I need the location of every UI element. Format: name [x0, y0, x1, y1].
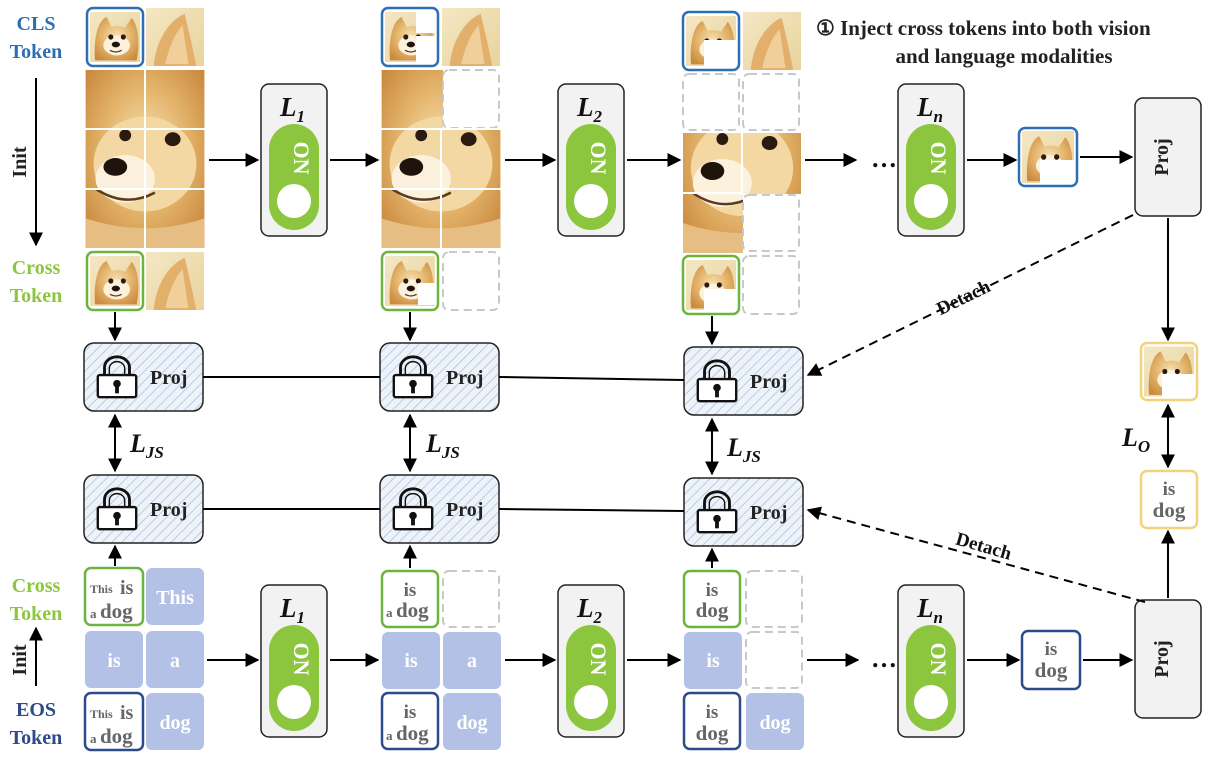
toggle-knobs: [277, 184, 948, 719]
switch-on-label: ON: [586, 643, 611, 676]
detach-label-top: Detach: [933, 276, 994, 320]
cls-token-label-2: Token: [10, 41, 63, 63]
svg-text:is: is: [1045, 639, 1058, 660]
svg-text:This: This: [156, 587, 194, 609]
loss-labels: LJS LJS LJS LO: [129, 423, 1150, 466]
layer-label-l2-bottom: L2: [576, 593, 603, 627]
text-proj-box: [1134, 599, 1202, 719]
filled-token-words: This is a dog is a dog is dog: [107, 587, 790, 734]
toggle-switches: [269, 124, 956, 731]
vision-output-token: [1017, 126, 1079, 188]
svg-text:dog: dog: [159, 712, 190, 734]
svg-text:is: is: [120, 702, 134, 724]
connectors: [29, 78, 1175, 686]
text-output-token: [1020, 629, 1082, 691]
svg-text:dog: dog: [456, 712, 487, 734]
cross-token-label-top-2: Token: [10, 285, 63, 307]
loss-js-label: LJS: [425, 429, 460, 462]
layer-label-ln-bottom: Ln: [916, 593, 943, 627]
text-column-2: [380, 569, 501, 751]
svg-text:is: is: [120, 577, 134, 599]
switch-on-labels: ON ON ON ON ON ON: [289, 142, 951, 676]
layer-label-l2: L2: [576, 92, 603, 126]
text-token-words: This is a dog This is a dog is a dog is …: [90, 479, 1186, 748]
svg-text:dog: dog: [1153, 498, 1186, 522]
switch-on-label: ON: [926, 142, 951, 175]
svg-text:is: is: [706, 580, 719, 601]
cross-token-label-bottom: Cross: [12, 575, 61, 597]
init-label-top: Init: [9, 146, 31, 177]
detach-label-bottom: Detach: [953, 529, 1014, 565]
proj-label: Proj: [150, 367, 187, 389]
cls-token-label: CLS: [17, 13, 56, 35]
svg-text:dog: dog: [696, 721, 729, 745]
svg-text:This: This: [90, 707, 113, 721]
vision-proj-box: [1134, 97, 1202, 217]
svg-text:This: This: [90, 582, 113, 596]
loss-o-label: LO: [1121, 423, 1150, 456]
svg-text:dog: dog: [1035, 658, 1068, 682]
target-vision-token: [1139, 341, 1199, 402]
layer-label-l1-bottom: L1: [279, 593, 305, 627]
cross-dog-image: [90, 255, 140, 307]
init-label-bottom: Init: [9, 644, 31, 675]
proj-label: Proj: [750, 371, 787, 393]
svg-text:dog: dog: [396, 598, 429, 622]
svg-text:dog: dog: [696, 598, 729, 622]
svg-text:a: a: [467, 650, 477, 672]
svg-text:dog: dog: [396, 721, 429, 745]
patch-image: [146, 8, 204, 66]
switch-on-label: ON: [586, 142, 611, 175]
svg-text:is: is: [1163, 479, 1176, 500]
vision-column-1: [85, 6, 205, 312]
proj-label: Proj: [150, 499, 187, 521]
target-text-token: [1139, 469, 1199, 530]
svg-text:a: a: [386, 728, 393, 743]
svg-text:a: a: [386, 605, 393, 620]
eos-token-label-2: Token: [10, 727, 63, 749]
cls-dog-image: [90, 11, 140, 63]
proj-label: Proj: [1151, 138, 1173, 175]
layer-label-l1: L1: [279, 92, 305, 126]
detach-arrows: [806, 214, 1146, 603]
vision-column-3: [681, 10, 801, 316]
svg-text:a: a: [90, 606, 97, 621]
switch-on-label: ON: [926, 643, 951, 676]
proj-label: Proj: [750, 502, 787, 524]
ellipsis-top: …: [871, 144, 897, 173]
cross-token-label-top: Cross: [12, 257, 61, 279]
svg-text:is: is: [404, 650, 418, 672]
svg-text:is: is: [706, 650, 720, 672]
svg-text:dog: dog: [759, 712, 790, 734]
layer-label-ln: Ln: [916, 92, 943, 126]
svg-text:is: is: [404, 702, 417, 723]
proj-label: Proj: [446, 367, 483, 389]
layer-labels: L1 L2 Ln L1 L2 Ln: [279, 92, 943, 627]
svg-text:is: is: [107, 650, 121, 672]
annotation-line-2: and language modalities: [895, 44, 1112, 68]
svg-text:dog: dog: [100, 599, 133, 623]
proj-labels: Proj Proj Proj Proj Proj Proj Proj Proj: [150, 138, 1173, 677]
annotation-line-1: ① Inject cross tokens into both vision: [816, 16, 1151, 40]
svg-text:is: is: [706, 702, 719, 723]
switch-on-label: ON: [289, 643, 314, 676]
proj-label: Proj: [446, 499, 483, 521]
loss-js-label: LJS: [129, 429, 164, 462]
vision-column-2: [380, 6, 501, 312]
ellipsis-bottom: …: [871, 644, 897, 673]
text-column-1: [83, 566, 204, 752]
svg-text:dog: dog: [100, 724, 133, 748]
switch-on-label: ON: [289, 142, 314, 175]
eos-token-label: EOS: [16, 699, 56, 721]
svg-text:is: is: [404, 580, 417, 601]
text-column-3: [682, 569, 804, 751]
cross-token-label-bottom-2: Token: [10, 603, 63, 625]
svg-text:a: a: [90, 731, 97, 746]
proj-label: Proj: [1151, 640, 1173, 677]
loss-js-label: LJS: [726, 433, 761, 466]
svg-text:a: a: [170, 650, 180, 672]
patch-image: [146, 252, 204, 310]
